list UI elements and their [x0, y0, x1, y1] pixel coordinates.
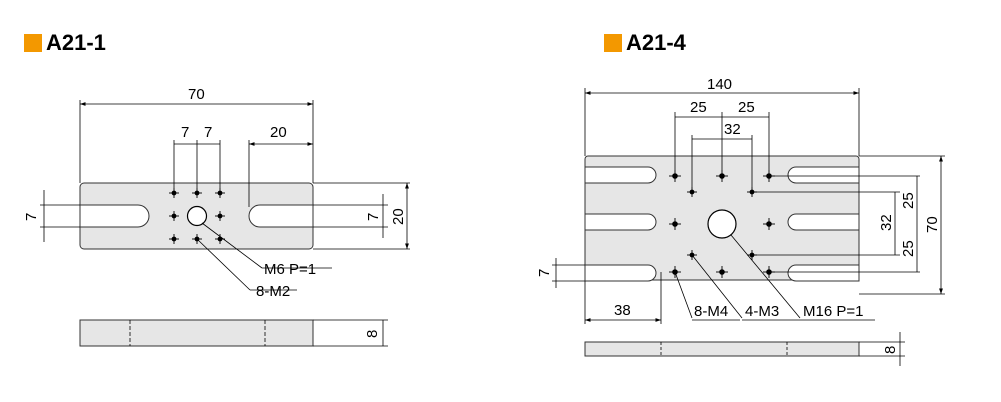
a21-1-top-view: 70 7 7 20 7 7 20 M6 P=1 8-M2 [23, 86, 410, 300]
a21-4-dim-25-lower: 25 [900, 240, 917, 257]
a21-1-center-hole [186, 205, 208, 227]
orange-square-icon [24, 34, 42, 52]
a21-4-callout-m4: 8-M4 [694, 303, 728, 320]
a21-1-dim-7b: 7 [204, 124, 212, 141]
a21-4-dim-8: 8 [882, 346, 899, 354]
a21-1-dim-7-right: 7 [365, 213, 382, 221]
a21-4-dim-32: 32 [724, 121, 741, 138]
a21-4-right-slot-top [787, 166, 860, 184]
a21-4-holes [669, 170, 775, 278]
a21-1-side-plate [79, 319, 314, 347]
a21-4-left-slot-top [584, 166, 657, 184]
a21-4-dim-25-right: 25 [738, 99, 755, 116]
a21-1-left-slot [79, 204, 150, 228]
a21-4-dim-32-vertical: 32 [878, 214, 895, 231]
a21-1-dim-20-height: 20 [390, 208, 407, 225]
a21-1-callout-m2: 8-M2 [256, 283, 290, 300]
a21-1-callout-m6: M6 P=1 [264, 261, 316, 278]
a21-4-right-slot-mid [787, 213, 860, 231]
a21-1-side-view: 8 [79, 319, 388, 347]
a21-4-left-slot-bot [584, 264, 657, 282]
a21-1-title: A21-1 [24, 30, 106, 56]
a21-4-title-text: A21-4 [626, 30, 686, 55]
a21-1-dim-20: 20 [270, 124, 287, 141]
a21-1-title-text: A21-1 [46, 30, 106, 55]
a21-1-dim-7-left: 7 [23, 213, 40, 221]
a21-4-side-view: 8 [584, 332, 905, 366]
a21-4-callout-m16: M16 P=1 [803, 303, 863, 320]
a21-4-top-view: 140 25 25 32 32 25 25 70 7 [536, 76, 945, 324]
a21-4-side-plate [584, 341, 860, 357]
a21-4-right-slot-bot [787, 264, 860, 282]
a21-4-left-slot-mid [584, 213, 657, 231]
a21-4-dim-70-height: 70 [924, 216, 941, 233]
a21-4-dim-7: 7 [536, 269, 553, 277]
a21-4-center-hole [707, 209, 737, 239]
a21-4-title: A21-4 [604, 30, 686, 56]
a21-1-dim-7a: 7 [181, 124, 189, 141]
a21-4-dim-25-left: 25 [690, 99, 707, 116]
a21-4-dim-140: 140 [707, 76, 732, 93]
a21-4-callout-m3: 4-M3 [745, 303, 779, 320]
a21-1-right-slot [248, 204, 314, 228]
a21-4-dim-25-upper: 25 [900, 192, 917, 209]
a21-4-dim-38: 38 [614, 302, 631, 319]
a21-1-dim-8: 8 [364, 330, 381, 338]
a21-1-dim-70: 70 [188, 86, 205, 103]
orange-square-icon [604, 34, 622, 52]
